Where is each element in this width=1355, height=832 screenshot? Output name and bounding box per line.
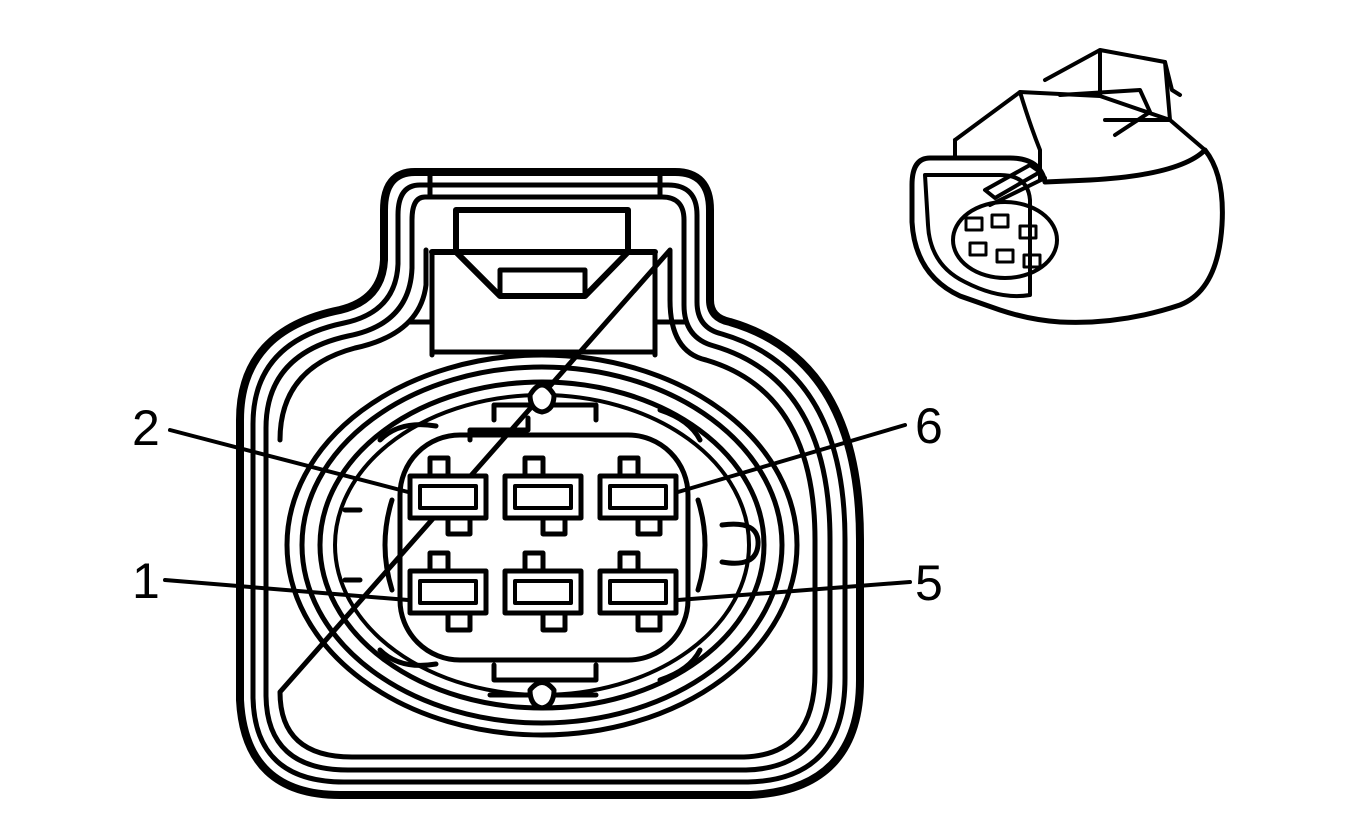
pin-label-1: 1 bbox=[132, 553, 160, 609]
leader-line-pin-1 bbox=[163, 578, 410, 602]
terminal-pin-5 bbox=[597, 550, 679, 633]
connector-thumbnail bbox=[909, 48, 1225, 325]
pin-label-2: 2 bbox=[132, 400, 160, 456]
terminal-pin-2 bbox=[407, 455, 489, 537]
terminal-pin-3 bbox=[502, 550, 584, 633]
leader-line-pin-2 bbox=[168, 428, 410, 494]
pin-label-5: 5 bbox=[915, 555, 943, 611]
leader-line-pin-5 bbox=[676, 580, 912, 602]
leader-line-pin-6 bbox=[676, 423, 907, 494]
terminal-pin-6 bbox=[597, 455, 679, 537]
terminal-pin-4 bbox=[502, 455, 584, 537]
housing-outline bbox=[236, 168, 864, 799]
terminal-pin-1 bbox=[407, 550, 489, 633]
latch bbox=[407, 207, 689, 358]
pin-face bbox=[342, 382, 761, 711]
pin-label-6: 6 bbox=[915, 398, 943, 454]
